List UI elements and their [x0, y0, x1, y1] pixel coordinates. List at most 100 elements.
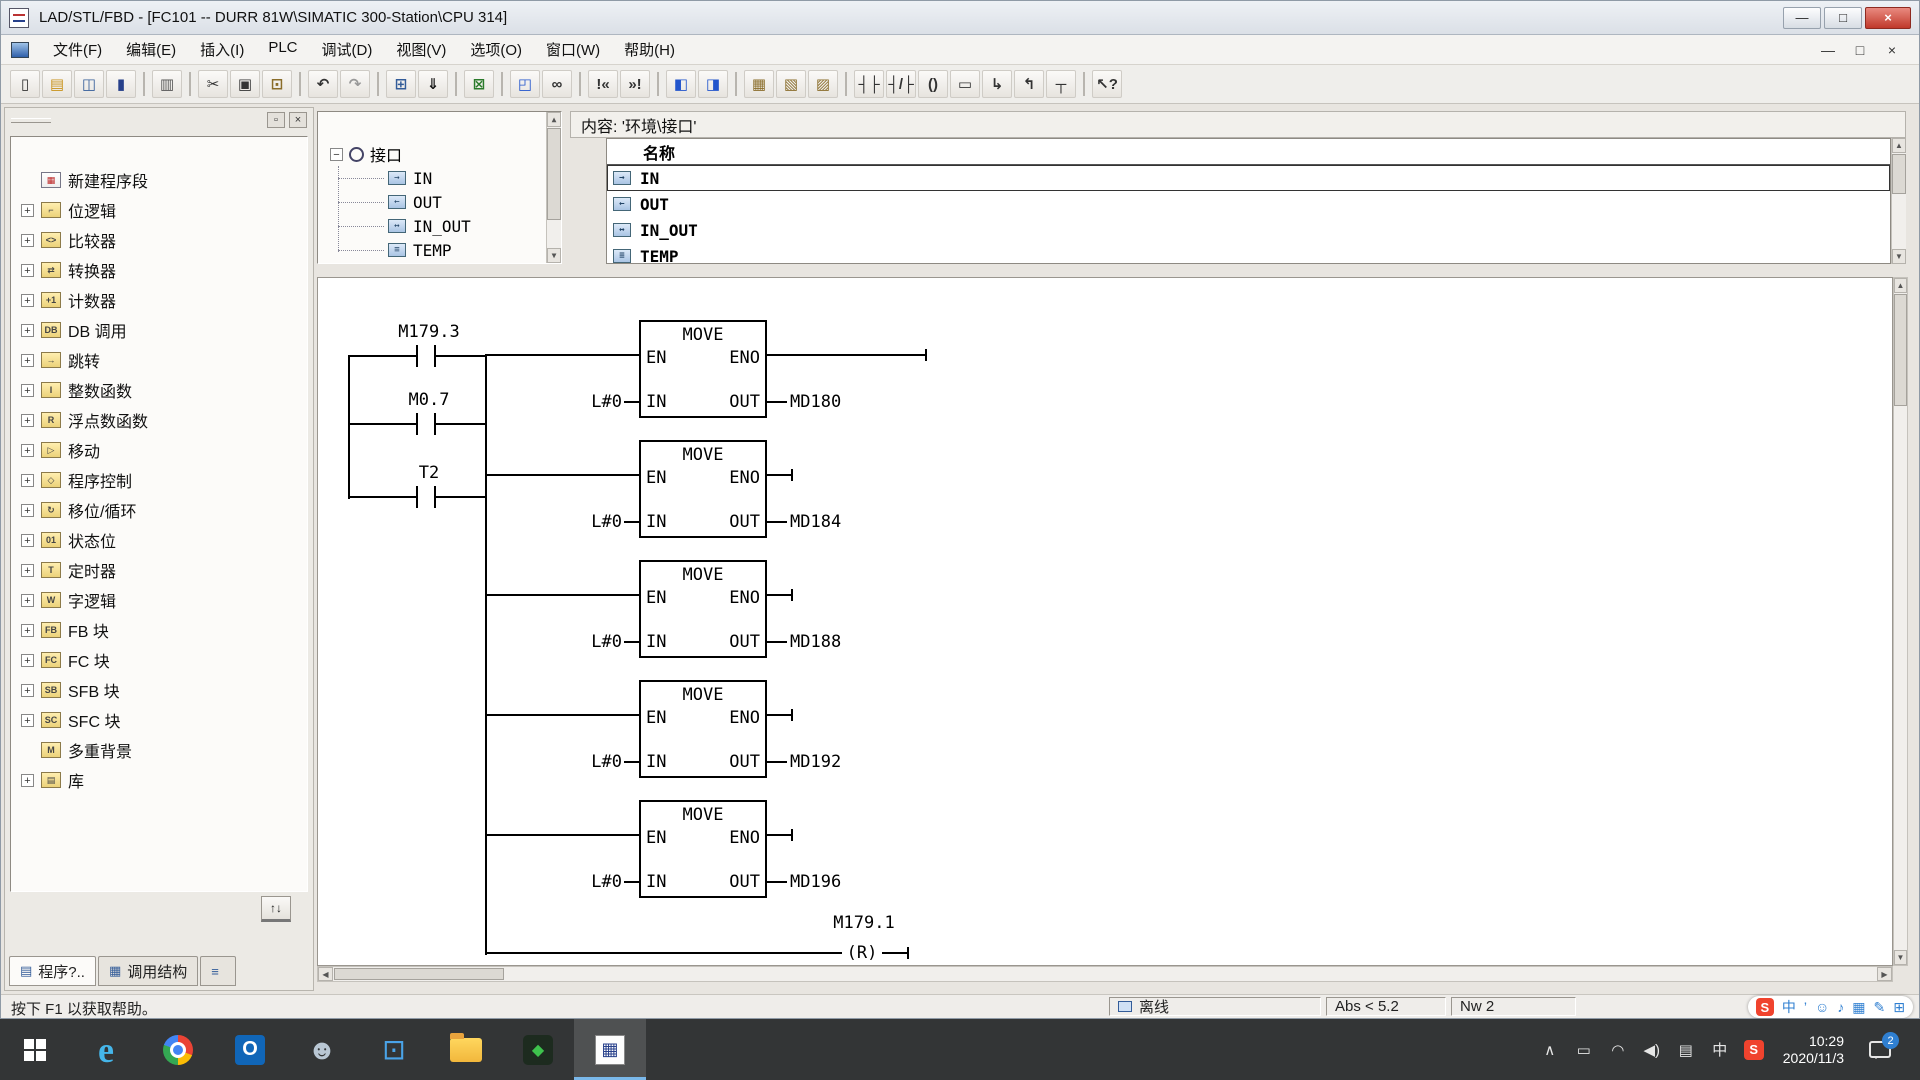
- taskbar-chrome-icon[interactable]: [142, 1019, 214, 1080]
- scroll-thumb[interactable]: [547, 128, 561, 220]
- tree-item-comparator[interactable]: <> 比较器: [11, 225, 307, 255]
- input-operand[interactable]: L#0: [591, 752, 622, 772]
- copy-button[interactable]: ▣: [230, 70, 260, 98]
- taskbar-clock[interactable]: 10:29 2020/11/3: [1773, 1033, 1854, 1067]
- scroll-down-button[interactable]: ▼: [547, 248, 561, 263]
- move-block[interactable]: MOVE EN ENO IN OUT L#0 MD196: [318, 800, 1218, 920]
- expand-icon[interactable]: [21, 563, 34, 578]
- scroll-down-button[interactable]: ▼: [1894, 950, 1907, 965]
- scroll-up-button[interactable]: ▲: [1892, 138, 1906, 153]
- tree-item-libraries[interactable]: ▤ 库: [11, 765, 307, 795]
- output-operand[interactable]: MD188: [790, 632, 842, 652]
- ime-language-icon[interactable]: 中: [1781, 999, 1796, 1015]
- input-operand[interactable]: L#0: [591, 512, 622, 532]
- close-branch-button[interactable]: ↰: [1014, 70, 1044, 98]
- tab-list[interactable]: ≡: [200, 956, 236, 986]
- scroll-thumb[interactable]: [1892, 154, 1906, 194]
- move-block[interactable]: MOVE EN ENO IN OUT L#0 MD192: [318, 680, 1218, 800]
- taskbar-media-icon[interactable]: ◆: [502, 1019, 574, 1080]
- move-block[interactable]: MOVE EN ENO IN OUT L#0 MD188: [318, 560, 1218, 680]
- new-button[interactable]: ▯: [10, 70, 40, 98]
- expand-icon[interactable]: [21, 503, 34, 518]
- open-button[interactable]: ▤: [42, 70, 72, 98]
- interface-section[interactable]: ← OUT: [318, 190, 561, 214]
- interface-section[interactable]: → IN: [318, 166, 561, 190]
- tree-item-integer-fn[interactable]: I 整数函数: [11, 375, 307, 405]
- ime-emoji-icon[interactable]: ☺: [1815, 999, 1830, 1015]
- drag-handle-icon[interactable]: [11, 117, 51, 123]
- expand-icon[interactable]: [21, 623, 34, 638]
- taskbar-explorer-icon[interactable]: [430, 1019, 502, 1080]
- expand-icon[interactable]: [21, 293, 34, 308]
- expand-icon[interactable]: [21, 233, 34, 248]
- maximize-button[interactable]: □: [1824, 6, 1862, 29]
- tree-item-fc-blocks[interactable]: FC FC 块: [11, 645, 307, 675]
- expand-icon[interactable]: [21, 653, 34, 668]
- expand-icon[interactable]: [21, 473, 34, 488]
- input-operand[interactable]: L#0: [591, 872, 622, 892]
- undo-button[interactable]: ↶: [308, 70, 338, 98]
- tray-display-icon[interactable]: ▭: [1576, 1041, 1591, 1059]
- prev-error-button[interactable]: !«: [588, 70, 618, 98]
- menu-options[interactable]: 选项(O): [470, 42, 523, 59]
- tree-item-counter[interactable]: +1 计数器: [11, 285, 307, 315]
- tree-item-shift-rotate[interactable]: ↻ 移位/循环: [11, 495, 307, 525]
- expand-icon[interactable]: [21, 353, 34, 368]
- taskbar-step7-icon[interactable]: ▦: [574, 1019, 646, 1080]
- minimize-button[interactable]: —: [1783, 6, 1821, 29]
- empty-box-button[interactable]: ▭: [950, 70, 980, 98]
- scroll-thumb[interactable]: [334, 968, 504, 980]
- tree-item-multi-instance[interactable]: M 多重背景: [11, 735, 307, 765]
- input-operand[interactable]: L#0: [591, 632, 622, 652]
- notification-button[interactable]: 2: [1858, 1032, 1902, 1059]
- expand-icon[interactable]: [21, 683, 34, 698]
- close-button[interactable]: ×: [1865, 6, 1911, 29]
- mdi-minimize-button[interactable]: —: [1821, 41, 1835, 58]
- new-network-button[interactable]: ▦: [744, 70, 774, 98]
- variable-row[interactable]: ≡ TEMP: [607, 243, 1890, 263]
- scroll-thumb[interactable]: [1894, 294, 1907, 406]
- print-button[interactable]: ▥: [152, 70, 182, 98]
- sogou-logo-icon[interactable]: S: [1755, 998, 1774, 1016]
- taskbar-store-icon[interactable]: ⊡: [358, 1019, 430, 1080]
- expand-icon[interactable]: [21, 443, 34, 458]
- contact-nc-button[interactable]: ┤/├: [886, 70, 916, 98]
- mdi-restore-button[interactable]: □: [1855, 41, 1865, 58]
- tree-item-converter[interactable]: ⇄ 转换器: [11, 255, 307, 285]
- tray-volume-icon[interactable]: ◀): [1643, 1041, 1661, 1059]
- reset-coil[interactable]: M179.1 (R): [486, 913, 946, 965]
- output-operand[interactable]: MD196: [790, 872, 842, 892]
- tree-item-bit-logic[interactable]: ⌐ 位逻辑: [11, 195, 307, 225]
- ime-pen-icon[interactable]: ✎: [1873, 998, 1886, 1015]
- t-branch-button[interactable]: ┬: [1046, 70, 1076, 98]
- interface-root[interactable]: − 接口: [318, 142, 561, 166]
- output-operand[interactable]: MD192: [790, 752, 842, 772]
- ime-keyboard-icon[interactable]: ▦: [1852, 998, 1866, 1015]
- tray-keyboard-icon[interactable]: ▤: [1678, 1041, 1693, 1059]
- menu-window[interactable]: 窗口(W): [546, 42, 601, 59]
- pane-resize-button[interactable]: ↑↓: [261, 896, 291, 922]
- scroll-left-button[interactable]: ◀: [318, 967, 333, 981]
- tree-item-db-call[interactable]: DB DB 调用: [11, 315, 307, 345]
- move-block[interactable]: MOVE EN ENO IN OUT L#0 MD184: [318, 440, 1218, 560]
- scroll-up-button[interactable]: ▲: [1894, 278, 1907, 293]
- ladder-editor[interactable]: M179.3 M0.7: [317, 277, 1893, 966]
- contact[interactable]: M179.3: [318, 322, 638, 370]
- expand-icon[interactable]: [21, 773, 34, 788]
- expand-icon[interactable]: [21, 383, 34, 398]
- program-elements-button[interactable]: ▧: [776, 70, 806, 98]
- contact[interactable]: M0.7: [318, 390, 638, 438]
- taskbar-outlook-icon[interactable]: O: [214, 1019, 286, 1080]
- tree-item-fb-blocks[interactable]: FB FB 块: [11, 615, 307, 645]
- expand-icon[interactable]: [21, 593, 34, 608]
- menu-plc[interactable]: PLC: [268, 39, 298, 56]
- move-block[interactable]: MOVE EN ENO IN OUT L#0 MD180: [318, 320, 1218, 440]
- menu-file[interactable]: 文件(F): [53, 42, 103, 59]
- start-button[interactable]: [0, 1019, 70, 1080]
- interface-section[interactable]: ↔ IN_OUT: [318, 214, 561, 238]
- contact-no-button[interactable]: ┤├: [854, 70, 884, 98]
- open-branch-button[interactable]: ↳: [982, 70, 1012, 98]
- interface-section[interactable]: ≡ TEMP: [318, 238, 561, 262]
- tab-program-elements[interactable]: ▤ 程序?..: [9, 956, 96, 986]
- tree-item-float-fn[interactable]: R 浮点数函数: [11, 405, 307, 435]
